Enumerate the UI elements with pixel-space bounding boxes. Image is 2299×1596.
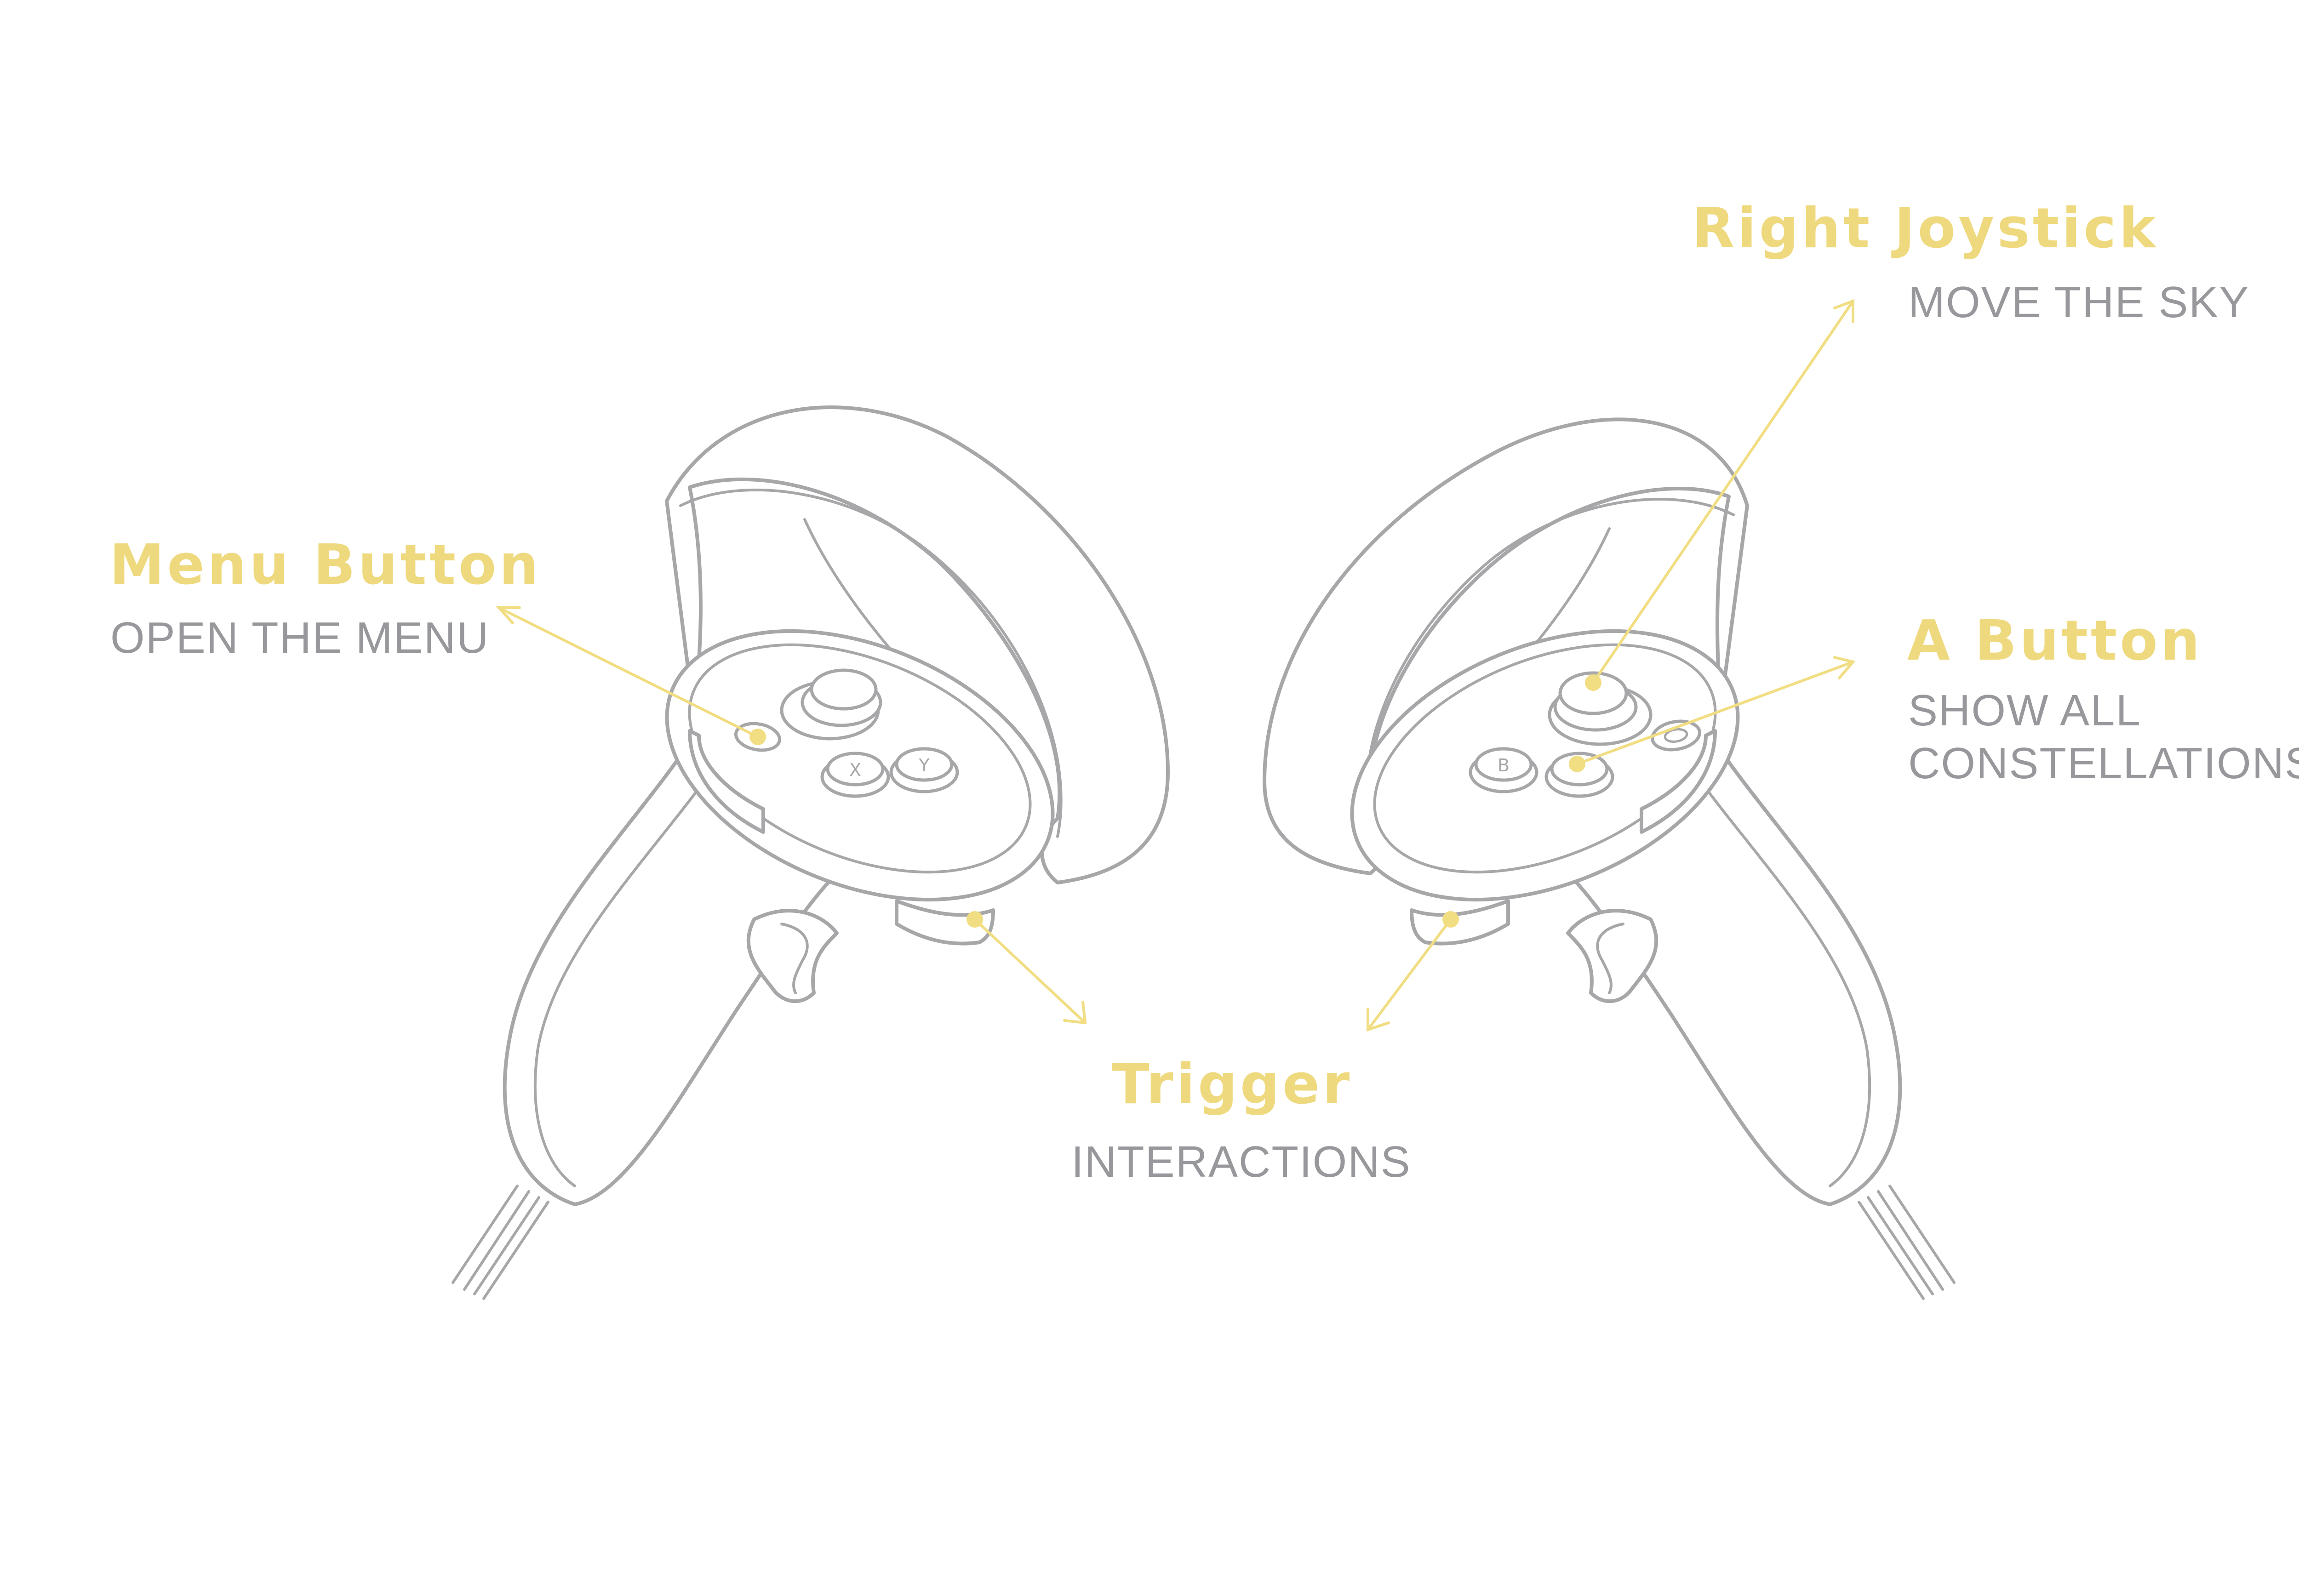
left-controller: X Y <box>452 405 1170 1300</box>
left-x-button-glyph: X <box>849 760 861 780</box>
left-thumbstick <box>780 668 882 741</box>
right-trigger <box>1566 909 1658 1003</box>
left-controller-cable <box>452 1185 549 1300</box>
right-b-button: B <box>1469 747 1538 793</box>
menu-button-pointer <box>496 606 766 745</box>
left-y-button-glyph: Y <box>918 755 930 775</box>
right-controller-cable <box>1858 1185 1956 1300</box>
trigger-description: INTERACTIONS <box>1071 1137 1411 1186</box>
right-thumbstick <box>1548 671 1653 746</box>
left-y-button: Y <box>889 747 959 793</box>
left-trigger <box>746 909 839 1003</box>
right-joystick-marker <box>1585 674 1601 691</box>
menu-button-marker <box>749 729 766 745</box>
trigger-title: Trigger <box>1112 1053 1353 1117</box>
a-button-description-line2: CONSTELLATIONS <box>1908 739 2299 788</box>
a-button-pointer <box>1569 656 1856 772</box>
right-trigger-pointer <box>1367 911 1459 1032</box>
a-button-title: A Button <box>1907 609 2203 673</box>
right-joystick-pointer <box>1585 299 1854 691</box>
right-joystick-title: Right Joystick <box>1692 197 2159 261</box>
menu-button-title: Menu Button <box>109 533 541 597</box>
left-controller-tracking-ring <box>665 405 1170 884</box>
right-home-button <box>1651 719 1701 752</box>
a-button-description-line1: SHOW ALL <box>1908 686 2141 735</box>
right-trigger-marker <box>1442 911 1459 928</box>
left-x-button: X <box>820 752 890 798</box>
left-trigger-pointer <box>966 911 1087 1025</box>
right-joystick-description: MOVE THE SKY <box>1908 278 2250 327</box>
left-trigger-marker <box>966 911 983 928</box>
a-button-marker <box>1569 756 1585 772</box>
menu-button-description: OPEN THE MENU <box>110 613 490 662</box>
right-controller: B <box>1263 417 1956 1300</box>
right-b-button-glyph: B <box>1498 755 1510 775</box>
